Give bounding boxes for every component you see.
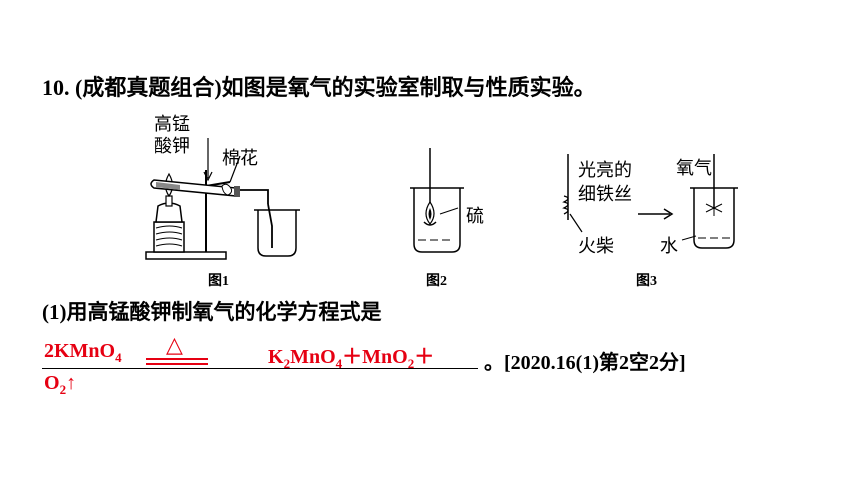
question-title: 10. (成都真题组合)如图是氧气的实验室制取与性质实验。	[42, 75, 596, 100]
sulfur-combustion-diagram	[410, 148, 464, 253]
heat-symbol: △	[166, 332, 183, 357]
oxygen-formula: O	[44, 372, 60, 394]
part1-prompt: (1)用高锰酸钾制氧气的化学方程式是	[42, 300, 382, 324]
product-mno: MnO	[290, 346, 336, 368]
figure-3: 光亮的 细铁丝 氧气 火柴 水 图3	[546, 148, 746, 289]
iron-wire-combustion-diagram	[562, 154, 738, 249]
reaction-condition: △	[146, 332, 208, 368]
answer-products: K2MnO4＋MnO2＋	[268, 340, 434, 372]
label-wire-line2: 细铁丝	[578, 184, 632, 205]
product-k-subscript: 2	[283, 356, 291, 371]
figure-2-caption: 图2	[426, 274, 447, 289]
label-wire-line1: 光亮的	[578, 160, 632, 181]
answer-reactant: 2KMnO4	[44, 340, 122, 366]
label-oxygen: 氧气	[676, 158, 712, 179]
figure-1-caption: 图1	[208, 274, 229, 289]
label-cotton: 棉花	[222, 148, 258, 169]
answer-underline	[42, 368, 478, 369]
apparatus-kmno4-diagram	[145, 138, 300, 260]
product-k: K	[268, 346, 284, 368]
product-mno2-subscript: 2	[407, 356, 415, 371]
condition-line-bottom	[146, 363, 208, 365]
plus-mno2: ＋MnO	[342, 346, 408, 368]
condition-line-top	[146, 358, 208, 360]
gas-arrow: ↑	[66, 372, 77, 394]
label-kmno4-line1: 高锰	[154, 114, 190, 135]
reactant-formula: 2KMnO	[44, 340, 116, 362]
label-match: 火柴	[578, 236, 614, 257]
figure-1: 高锰 酸钾 棉花 图1	[140, 108, 310, 289]
answer-oxygen: O2↑	[44, 372, 76, 398]
question-source: 。[2020.16(1)第2空2分]	[484, 352, 686, 374]
figure-3-caption: 图3	[636, 274, 657, 289]
label-kmno4-line2: 酸钾	[154, 136, 190, 157]
reactant-subscript: 4	[115, 350, 122, 365]
oxygen-subscript: 2	[59, 382, 67, 397]
product-mno-subscript: 4	[335, 356, 343, 371]
figure-2: 硫 图2	[400, 148, 510, 289]
label-sulfur: 硫	[466, 206, 484, 227]
label-water: 水	[660, 236, 678, 257]
plus-sign: ＋	[414, 346, 435, 368]
